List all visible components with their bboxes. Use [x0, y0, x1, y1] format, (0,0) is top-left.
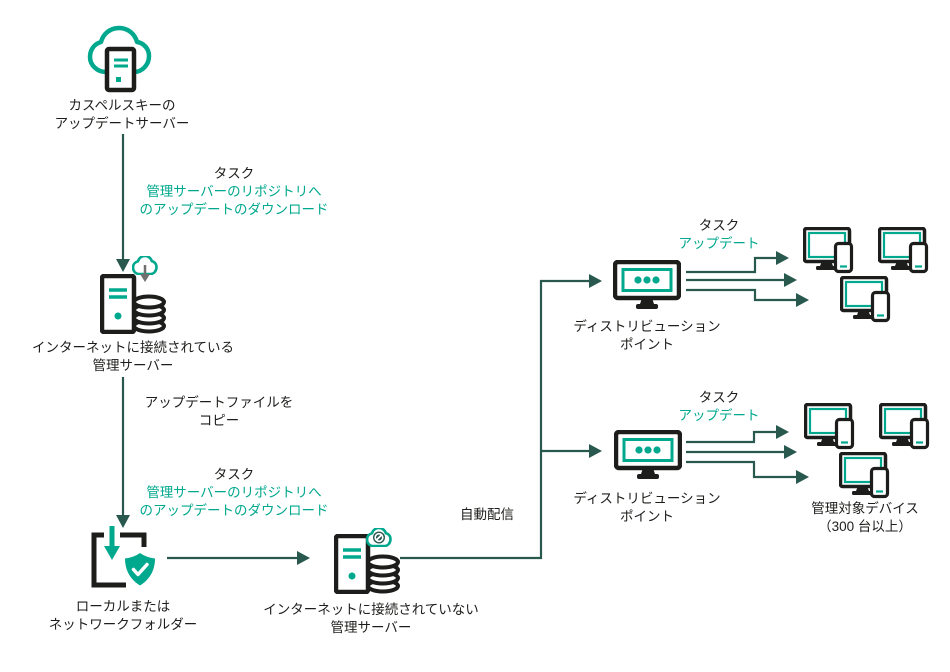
- monitor-dots-icon: [613, 260, 681, 310]
- desktop-with-phone-icon: [803, 227, 854, 274]
- node-label-managed-devices: 管理対象デバイス （300 台以上）: [811, 501, 919, 534]
- arrowhead: [796, 470, 809, 484]
- desktop-with-phone-icon: [878, 227, 929, 274]
- edge-label-task-download-2: タスク 管理サーバーのリポジトリへ のアップデートのダウンロード: [139, 467, 329, 518]
- edge-dp2-to-device3: [686, 460, 796, 479]
- arrowhead: [784, 273, 797, 287]
- server-database-cloud-blocked-icon: [332, 528, 400, 594]
- edge-dp1-to-device3: [686, 288, 796, 302]
- edge-label-copy-update-files: アップデートファイルを コピー: [144, 395, 294, 428]
- edge-dp1-to-device1: [686, 256, 776, 274]
- desktop-with-phone-icon: [839, 452, 890, 499]
- node-label-admin-server-offline: インターネットに接続されていない 管理サーバー: [263, 602, 479, 635]
- arrowhead: [784, 445, 797, 459]
- edge-label-task-update-1: タスク アップデート: [678, 218, 760, 251]
- edge-label-task-update-2: タスク アップデート: [678, 390, 760, 423]
- server-database-cloud-download-icon: [100, 256, 168, 334]
- arrowhead: [589, 444, 602, 458]
- monitor-dots-icon: [614, 430, 682, 480]
- desktop-with-phone-icon: [804, 403, 855, 450]
- arrowhead: [589, 274, 602, 288]
- desktop-with-phone-icon: [879, 403, 930, 450]
- desktop-with-phone-icon: [840, 276, 891, 323]
- node-label-distribution-point-1: ディストリビューション ポイント: [573, 319, 721, 352]
- arrowhead: [776, 251, 789, 265]
- edge-label-task-download-1: タスク 管理サーバーのリポジトリへ のアップデートのダウンロード: [139, 166, 329, 217]
- node-label-local-folder: ローカルまたは ネットワークフォルダー: [48, 599, 198, 632]
- node-label-distribution-point-2: ディストリビューション ポイント: [573, 491, 721, 524]
- arrowhead: [796, 293, 809, 307]
- node-label-admin-server-online: インターネットに接続されている 管理サーバー: [31, 340, 235, 373]
- node-label-kaspersky-update-servers: カスペルスキーの アップデートサーバー: [54, 98, 190, 131]
- download-folder-shield-check-icon: [91, 526, 155, 588]
- arrowhead: [297, 551, 310, 565]
- cloud-server-icon: [87, 25, 152, 93]
- edge-dp2-to-device1: [686, 430, 776, 444]
- arrowhead: [776, 425, 789, 439]
- edge-label-auto-delivery: 自動配信: [460, 507, 514, 522]
